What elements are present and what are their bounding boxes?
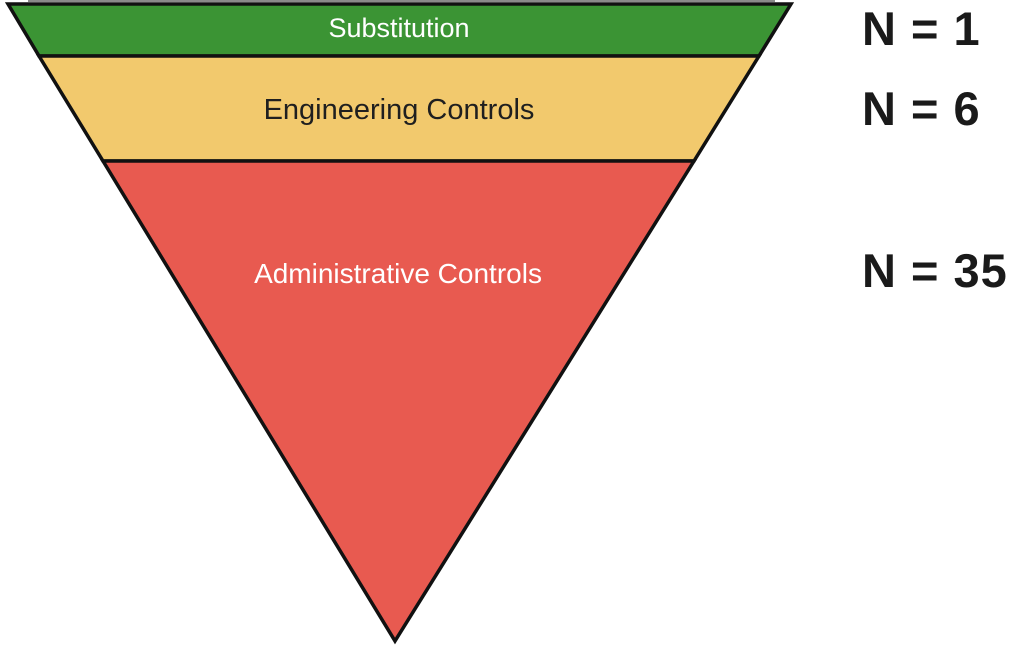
level-label-administrative-controls: Administrative Controls [254,258,542,289]
pyramid-level-administrative-controls [99,159,698,645]
level-label-engineering-controls: Engineering Controls [263,94,535,126]
count-label-administrative-controls: N = 35 [862,244,1008,297]
count-label-engineering-controls: N = 6 [862,82,981,135]
level-label-substitution: Substitution [328,13,470,43]
count-label-substitution: N = 1 [862,2,981,55]
